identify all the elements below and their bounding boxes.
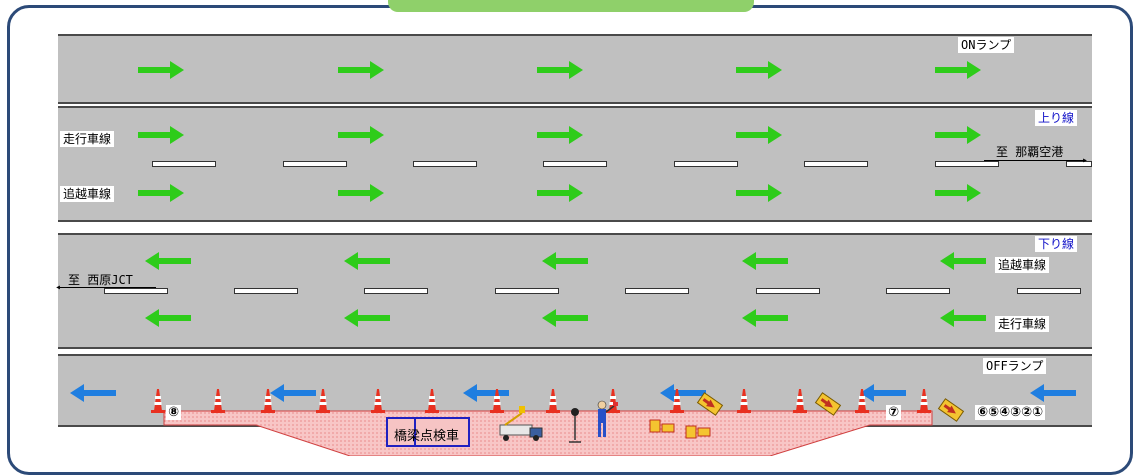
traffic-cone-icon: [371, 389, 385, 413]
to-naha-label: 至 那覇空港: [996, 145, 1064, 159]
down-pass-arrow-icon: [742, 252, 788, 270]
off-ramp-arrow-icon: [660, 384, 706, 402]
to-naha-line: [984, 160, 1084, 161]
traffic-cone-icon: [855, 389, 869, 413]
down-travel-arrow-icon: [344, 309, 390, 327]
marker-6-to-1: ⑥⑤④③②①: [975, 405, 1046, 420]
down-pass-lane-label: 追越車線: [995, 257, 1050, 273]
up-pass-arrow-icon: [537, 184, 583, 202]
up-pass-lane-label: 追越車線: [60, 186, 115, 202]
traffic-cone-icon: [917, 389, 931, 413]
off-ramp-arrow-icon: [463, 384, 509, 402]
down-pass-arrow-icon: [344, 252, 390, 270]
work-equipment: [499, 400, 711, 443]
down-travel-arrow-icon: [542, 309, 588, 327]
flagger-icon: [597, 400, 618, 437]
arrow-sign-icon: [696, 392, 724, 416]
traffic-arrows: [70, 61, 1076, 402]
off-ramp-arrow-icon: [270, 384, 316, 402]
up-pass-arrow-icon: [736, 184, 782, 202]
down-line-label: 下り線: [1035, 236, 1078, 252]
up-travel-arrow-icon: [138, 126, 184, 144]
up-travel-lane-label: 走行車線: [60, 131, 115, 147]
up-travel-arrow-icon: [935, 126, 981, 144]
bridge-inspection-vehicle: 橋梁点検車: [386, 417, 470, 447]
arrow-signs: [696, 392, 965, 422]
traffic-cone-icon: [316, 389, 330, 413]
up-travel-arrow-icon: [736, 126, 782, 144]
bridge-inspection-vehicle-label: 橋梁点検車: [394, 429, 460, 444]
off-ramp-arrow-icon: [1030, 384, 1076, 402]
arrow-sign-icon: [814, 392, 842, 416]
traffic-cone-icon: [670, 389, 684, 413]
down-travel-arrow-icon: [742, 309, 788, 327]
traffic-cone-icon: [793, 389, 807, 413]
marker-7: ⑦: [886, 405, 902, 420]
down-pass-arrow-icon: [542, 252, 588, 270]
barrier-board-icon: [649, 419, 711, 439]
to-nishihara-label: 至 西原JCT: [68, 273, 133, 287]
vehicle-divider: [414, 417, 416, 447]
traffic-cone-icon: [546, 389, 560, 413]
arrow-sign-icon: [937, 398, 965, 422]
traffic-cone-icon: [261, 389, 275, 413]
traffic-cone-icon: [151, 389, 165, 413]
up-travel-arrow-icon: [338, 126, 384, 144]
traffic-light-icon: [569, 408, 581, 443]
traffic-cone-icon: [490, 389, 504, 413]
up-travel-arrow-icon: [537, 126, 583, 144]
to-nishihara-line: [60, 287, 156, 288]
up-pass-arrow-icon: [338, 184, 384, 202]
traffic-cone-icon: [425, 389, 439, 413]
down-pass-arrow-icon: [940, 252, 986, 270]
on-ramp-arrow-icon: [736, 61, 782, 79]
on-ramp-arrow-icon: [138, 61, 184, 79]
on-ramp-arrow-icon: [537, 61, 583, 79]
to-naha-arrowhead: ▸: [1082, 155, 1089, 166]
crane-truck-icon: [499, 406, 543, 441]
off-ramp-arrow-icon: [70, 384, 116, 402]
down-travel-lane-label: 走行車線: [995, 316, 1050, 332]
traffic-cone-icon: [737, 389, 751, 413]
marker-8: ⑧: [166, 405, 182, 420]
up-line-label: 上り線: [1035, 110, 1078, 126]
on-ramp-label: ONランプ: [958, 37, 1015, 53]
to-nishihara-arrowhead: ◂: [55, 282, 62, 293]
down-pass-arrow-icon: [145, 252, 191, 270]
up-pass-arrow-icon: [935, 184, 981, 202]
traffic-cones: [151, 389, 931, 413]
off-ramp-arrow-icon: [860, 384, 906, 402]
traffic-cone-icon: [211, 389, 225, 413]
on-ramp-arrow-icon: [338, 61, 384, 79]
off-ramp-label: OFFランプ: [983, 358, 1047, 374]
down-travel-arrow-icon: [145, 309, 191, 327]
on-ramp-arrow-icon: [935, 61, 981, 79]
up-pass-arrow-icon: [138, 184, 184, 202]
work-zone: [163, 410, 933, 456]
header-tab: [388, 0, 754, 12]
down-travel-arrow-icon: [940, 309, 986, 327]
